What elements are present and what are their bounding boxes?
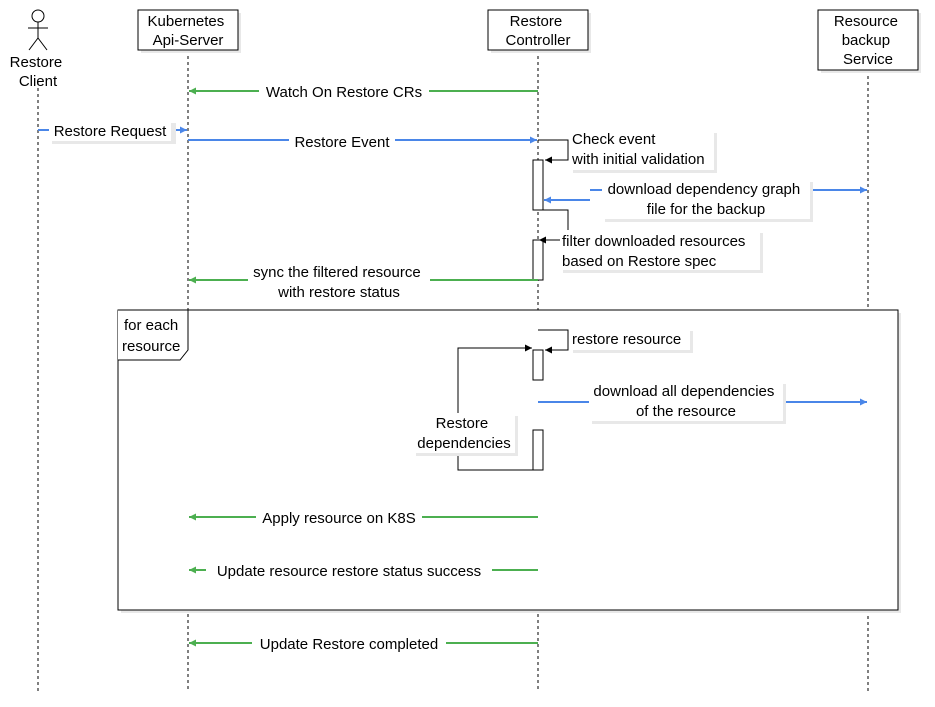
activation-bar <box>532 159 544 211</box>
client-label: Restore Client <box>10 54 67 90</box>
controller-label: Restore Controller <box>505 13 570 49</box>
sync-label: sync the filtered resource with restore … <box>253 264 425 301</box>
loop-label: for each resource <box>122 317 182 355</box>
backup-service-label: Resource backup Service <box>834 13 902 68</box>
message-restore-event: Restore Event <box>188 130 537 151</box>
svg-text:Restore Request: Restore Request <box>54 123 167 140</box>
svg-text:Restore Event: Restore Event <box>294 134 390 151</box>
svg-text:Update resource restore status: Update resource restore status success <box>217 563 481 580</box>
actor-restore-client: Restore Client <box>10 9 67 90</box>
svg-text:Update Restore completed: Update Restore completed <box>260 636 438 653</box>
svg-text:restore resource: restore resource <box>572 331 681 348</box>
message-sync-filtered-resource: sync the filtered resource with restore … <box>189 261 538 301</box>
activation-bar <box>532 349 544 381</box>
message-update-restore-completed: Update Restore completed <box>189 633 538 654</box>
message-apply-resource: Apply resource on K8S <box>189 507 538 528</box>
api-server-label: Kubernetes Api-Server <box>148 13 229 49</box>
activation-bar <box>532 429 544 471</box>
restore-deps-label: Restore dependencies <box>417 415 510 452</box>
message-restore-resource: restore resource <box>538 328 693 354</box>
message-download-all-dependencies: download all dependencies of the resourc… <box>538 381 867 424</box>
actor-figure-icon <box>28 9 48 51</box>
check-event-label: Check event with initial validation <box>571 131 705 168</box>
message-watch-restore-crs: Watch On Restore CRs <box>189 80 538 101</box>
loop-frame: for each resource <box>117 309 901 613</box>
svg-text:Watch On Restore CRs: Watch On Restore CRs <box>266 84 422 101</box>
message-restore-request: Restore Request <box>38 120 187 144</box>
message-restore-dependencies: Restore dependencies <box>413 344 538 471</box>
message-download-dependency-graph: download dependency graph file for the b… <box>544 179 867 222</box>
activation-bar <box>532 239 544 281</box>
download-all-label: download all dependencies of the resourc… <box>593 383 778 420</box>
participant-backup-service: Resource backup Service <box>817 9 921 73</box>
download-graph-label: download dependency graph file for the b… <box>608 181 805 218</box>
participant-api-server: Kubernetes Api-Server <box>137 9 241 53</box>
message-filter-resources: filter downloaded resources based on Res… <box>539 209 763 273</box>
message-update-resource-status: Update resource restore status success <box>189 560 538 581</box>
participant-restore-controller: Restore Controller <box>487 9 591 53</box>
svg-text:Apply resource on K8S: Apply resource on K8S <box>262 510 415 527</box>
filter-label: filter downloaded resources based on Res… <box>562 233 750 270</box>
message-check-event: Check event with initial validation <box>538 130 717 173</box>
